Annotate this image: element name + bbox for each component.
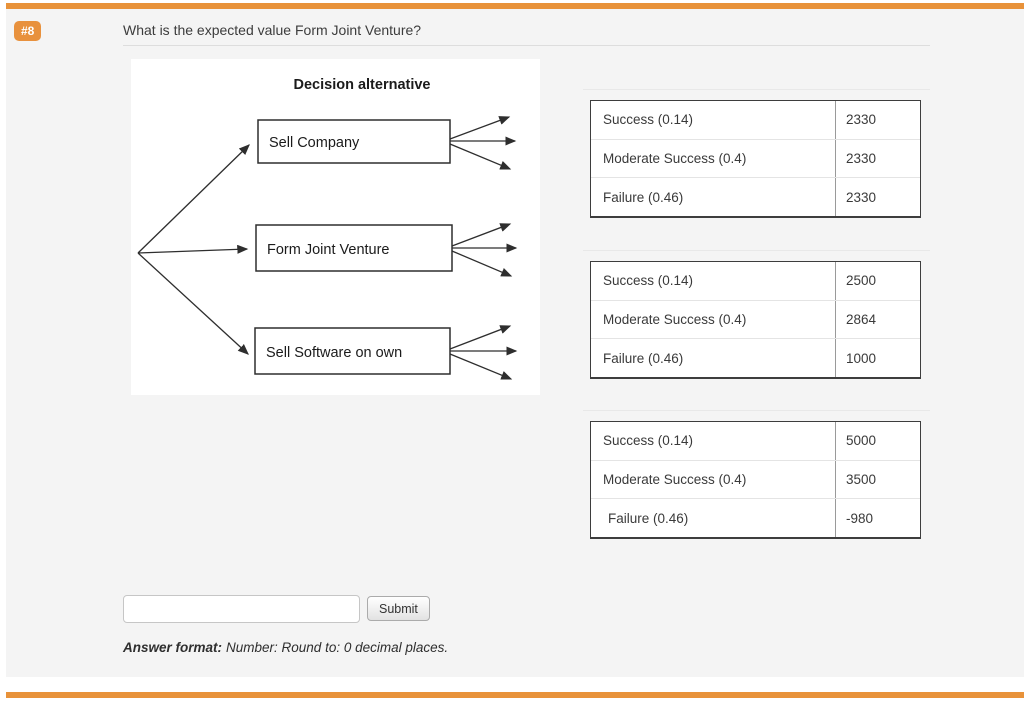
outcome-value: 2500 <box>846 273 877 289</box>
payoff-table-sell-company: Success (0.14) 2330 Moderate Success (0.… <box>590 100 921 218</box>
bottom-accent-bar <box>6 692 1024 698</box>
outcome-branch <box>449 325 512 350</box>
branch-to-sell-company <box>137 144 250 254</box>
outcome-label: Failure (0.46) <box>591 499 836 538</box>
payoff-table-form-joint-venture: Success (0.14) 2500 Moderate Success (0.… <box>590 261 921 379</box>
outcome-value: 2330 <box>846 112 877 128</box>
table-divider <box>583 89 930 90</box>
payoff-table-sell-software: Success (0.14) 5000 Moderate Success (0.… <box>590 421 921 539</box>
table-row: Moderate Success (0.4) 2330 <box>591 139 920 179</box>
outcome-label: Moderate Success (0.4) <box>591 300 836 339</box>
answer-input[interactable] <box>123 595 360 623</box>
table-row: Success (0.14) 2500 <box>591 262 920 301</box>
outcome-branch <box>451 223 512 247</box>
node-sell-software <box>254 327 451 375</box>
table-row: Moderate Success (0.4) 3500 <box>591 460 920 500</box>
top-accent-bar <box>6 3 1024 9</box>
outcome-value: 2330 <box>846 189 877 205</box>
table-row: Failure (0.46) 2330 <box>591 178 920 217</box>
table-row: Success (0.14) 2330 <box>591 101 920 140</box>
table-row: Moderate Success (0.4) 2864 <box>591 300 920 340</box>
outcome-branch <box>451 250 513 277</box>
question-number-badge: #8 <box>14 21 42 41</box>
answer-format-label: Answer format: <box>123 640 223 655</box>
outcome-value: 5000 <box>846 433 877 449</box>
question-text: What is the expected value Form Joint Ve… <box>123 22 422 38</box>
node-sell-company-label: Sell Company <box>269 135 360 151</box>
node-sell-company <box>257 119 451 164</box>
outcome-label: Success (0.14) <box>591 422 836 460</box>
outcome-value: 3500 <box>846 472 877 487</box>
outcome-label: Moderate Success (0.4) <box>591 460 836 499</box>
table-row: Failure (0.46) 1000 <box>591 339 920 378</box>
branch-to-sell-software <box>137 252 249 355</box>
answer-format-note: Answer format:Number: Round to: 0 decima… <box>123 640 448 655</box>
outcome-branch <box>449 353 513 380</box>
outcome-label: Failure (0.46) <box>591 178 836 217</box>
decision-tree-diagram: Decision alternative Sell Company Form J… <box>131 59 540 395</box>
decision-tree-svg: Decision alternative Sell Company Form J… <box>137 77 518 380</box>
outcome-branch <box>449 143 512 170</box>
table-divider <box>583 410 930 411</box>
diagram-title: Decision alternative <box>294 77 431 93</box>
table-row: Success (0.14) 5000 <box>591 422 920 461</box>
outcome-branch <box>449 116 511 140</box>
table-row: Failure (0.46) -980 <box>591 499 920 538</box>
outcome-label: Success (0.14) <box>591 262 836 300</box>
outcome-label: Failure (0.46) <box>591 339 836 378</box>
node-form-joint-venture-label: Form Joint Venture <box>267 242 390 258</box>
question-divider <box>123 45 930 46</box>
submit-button[interactable]: Submit <box>367 596 430 621</box>
branch-to-form-joint-venture <box>137 244 249 254</box>
outcome-label: Success (0.14) <box>591 101 836 139</box>
table-divider <box>583 250 930 251</box>
outcome-value: -980 <box>846 510 874 526</box>
outcome-label: Moderate Success (0.4) <box>591 139 836 178</box>
answer-format-text: Number: Round to: 0 decimal places. <box>226 640 449 655</box>
node-sell-software-label: Sell Software on own <box>266 345 402 361</box>
outcome-value: 2330 <box>846 151 877 166</box>
outcome-value: 1000 <box>846 350 877 366</box>
outcome-value: 2864 <box>846 312 877 327</box>
